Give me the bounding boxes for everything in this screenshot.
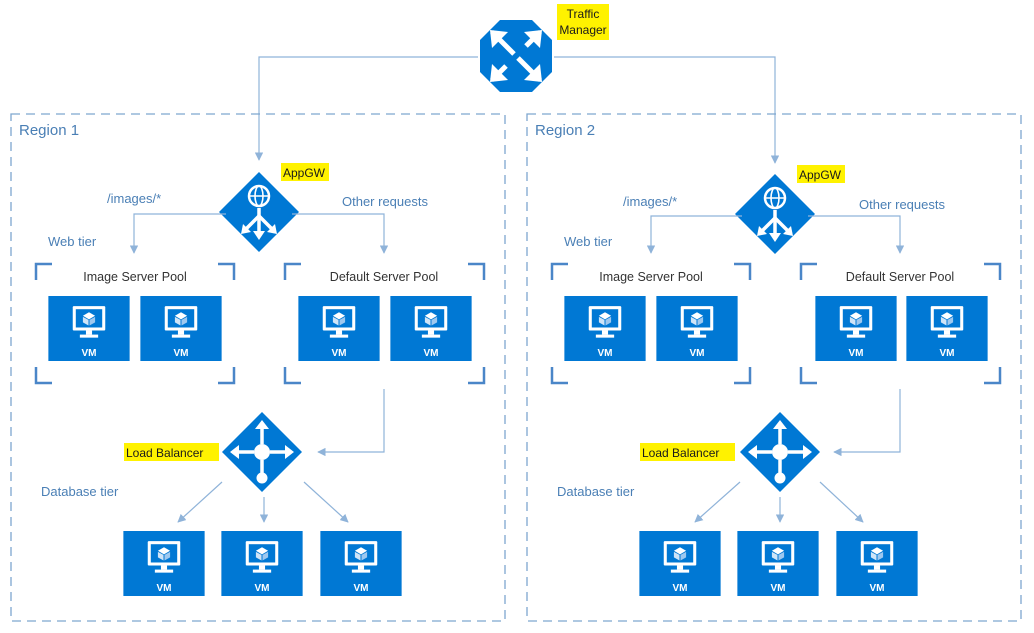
vm-label: VM xyxy=(174,348,189,359)
connector-tm-region1 xyxy=(254,56,478,161)
appgw-label: AppGW xyxy=(283,166,326,180)
vm-label: VM xyxy=(255,583,270,594)
connector-tm-region2 xyxy=(554,56,780,164)
app-gateway-icon xyxy=(217,170,301,254)
connector-lb-db xyxy=(303,481,349,523)
traffic-manager: Traffic Manager xyxy=(480,4,609,92)
web-tier-label: Web tier xyxy=(48,234,97,249)
vm-tile: VM xyxy=(48,296,130,361)
connector-pool-load-balancer xyxy=(833,389,901,457)
appgw-route-connectors xyxy=(646,215,905,254)
vm-label: VM xyxy=(424,348,439,359)
vm-label: VM xyxy=(82,348,97,359)
database-vms: VM VM VM xyxy=(639,531,918,596)
vm-label: VM xyxy=(940,348,955,359)
traffic-manager-label-line2: Manager xyxy=(559,23,606,37)
vm-tile: VM xyxy=(123,531,205,596)
image-server-pool: Image Server Pool VM VM xyxy=(34,262,236,385)
pool-bracket xyxy=(550,262,752,385)
connector-appgw-image-pool xyxy=(646,215,742,254)
appgw-route-connectors xyxy=(129,213,389,254)
pool-title: Default Server Pool xyxy=(330,270,438,284)
region-1-title: Region 1 xyxy=(19,122,79,139)
vm-label: VM xyxy=(598,348,613,359)
route-images-label: /images/* xyxy=(107,191,161,206)
vm-tile: VM xyxy=(836,531,918,596)
region-1: Region 1 AppGW /images/* Other requests … xyxy=(10,113,506,622)
connector-appgw-image-pool xyxy=(129,213,226,254)
route-other-label: Other requests xyxy=(859,197,945,212)
default-server-pool: Default Server Pool VM VM xyxy=(799,262,1002,385)
vm-tile: VM xyxy=(140,296,222,361)
connector-pool-load-balancer xyxy=(317,389,385,457)
vm-label: VM xyxy=(332,348,347,359)
connector-lb-db xyxy=(177,481,223,523)
appgw-highlight xyxy=(281,163,329,181)
load-balancer-highlight xyxy=(124,443,219,461)
pool-title: Default Server Pool xyxy=(846,270,954,284)
vm-tile: VM xyxy=(564,296,646,361)
connector-appgw-default-pool xyxy=(292,213,389,254)
database-vms: VM VM VM xyxy=(123,531,402,596)
pool-bracket xyxy=(283,262,486,385)
vm-label: VM xyxy=(673,583,688,594)
connector-appgw-default-pool xyxy=(808,215,905,254)
vm-tile: VM xyxy=(815,296,897,361)
load-balancer-icon xyxy=(220,410,304,494)
pool-title: Image Server Pool xyxy=(599,270,703,284)
vm-label: VM xyxy=(157,583,172,594)
route-images-label: /images/* xyxy=(623,194,677,209)
database-tier-label: Database tier xyxy=(557,484,635,499)
vm-tile: VM xyxy=(639,531,721,596)
vm-label: VM xyxy=(771,583,786,594)
route-other-label: Other requests xyxy=(342,194,428,209)
load-balancer-highlight xyxy=(640,443,735,461)
traffic-manager-icon xyxy=(480,20,552,92)
vm-label: VM xyxy=(354,583,369,594)
database-tier-label: Database tier xyxy=(41,484,119,499)
region-1-border xyxy=(10,113,506,622)
image-server-pool: Image Server Pool VM VM xyxy=(550,262,752,385)
appgw-label: AppGW xyxy=(799,168,842,182)
lb-db-connectors xyxy=(177,481,349,523)
pool-bracket xyxy=(799,262,1002,385)
region-2-border xyxy=(526,113,1022,622)
connector-lb-db xyxy=(819,481,864,523)
traffic-manager-label-line1: Traffic xyxy=(567,7,600,21)
traffic-manager-highlight xyxy=(557,4,609,40)
connector-lb-db xyxy=(694,481,741,523)
app-gateway-icon xyxy=(733,172,817,256)
pool-bracket xyxy=(34,262,236,385)
load-balancer-label: Load Balancer xyxy=(642,446,719,460)
vm-label: VM xyxy=(870,583,885,594)
appgw-highlight xyxy=(797,165,845,183)
default-server-pool: Default Server Pool VM VM xyxy=(283,262,486,385)
load-balancer-icon xyxy=(738,410,822,494)
vm-tile: VM xyxy=(656,296,738,361)
vm-label: VM xyxy=(690,348,705,359)
vm-tile: VM xyxy=(390,296,472,361)
lb-db-connectors xyxy=(694,481,864,523)
vm-tile: VM xyxy=(737,531,819,596)
vm-tile: VM xyxy=(906,296,988,361)
load-balancer-label: Load Balancer xyxy=(126,446,203,460)
pool-title: Image Server Pool xyxy=(83,270,187,284)
vm-label: VM xyxy=(849,348,864,359)
vm-tile: VM xyxy=(221,531,303,596)
web-tier-label: Web tier xyxy=(564,234,613,249)
vm-tile: VM xyxy=(320,531,402,596)
vm-tile: VM xyxy=(298,296,380,361)
region-2: Region 2 AppGW /images/* Other requests … xyxy=(526,113,1022,622)
traffic-manager-connectors xyxy=(254,56,780,164)
region-2-title: Region 2 xyxy=(535,122,595,139)
